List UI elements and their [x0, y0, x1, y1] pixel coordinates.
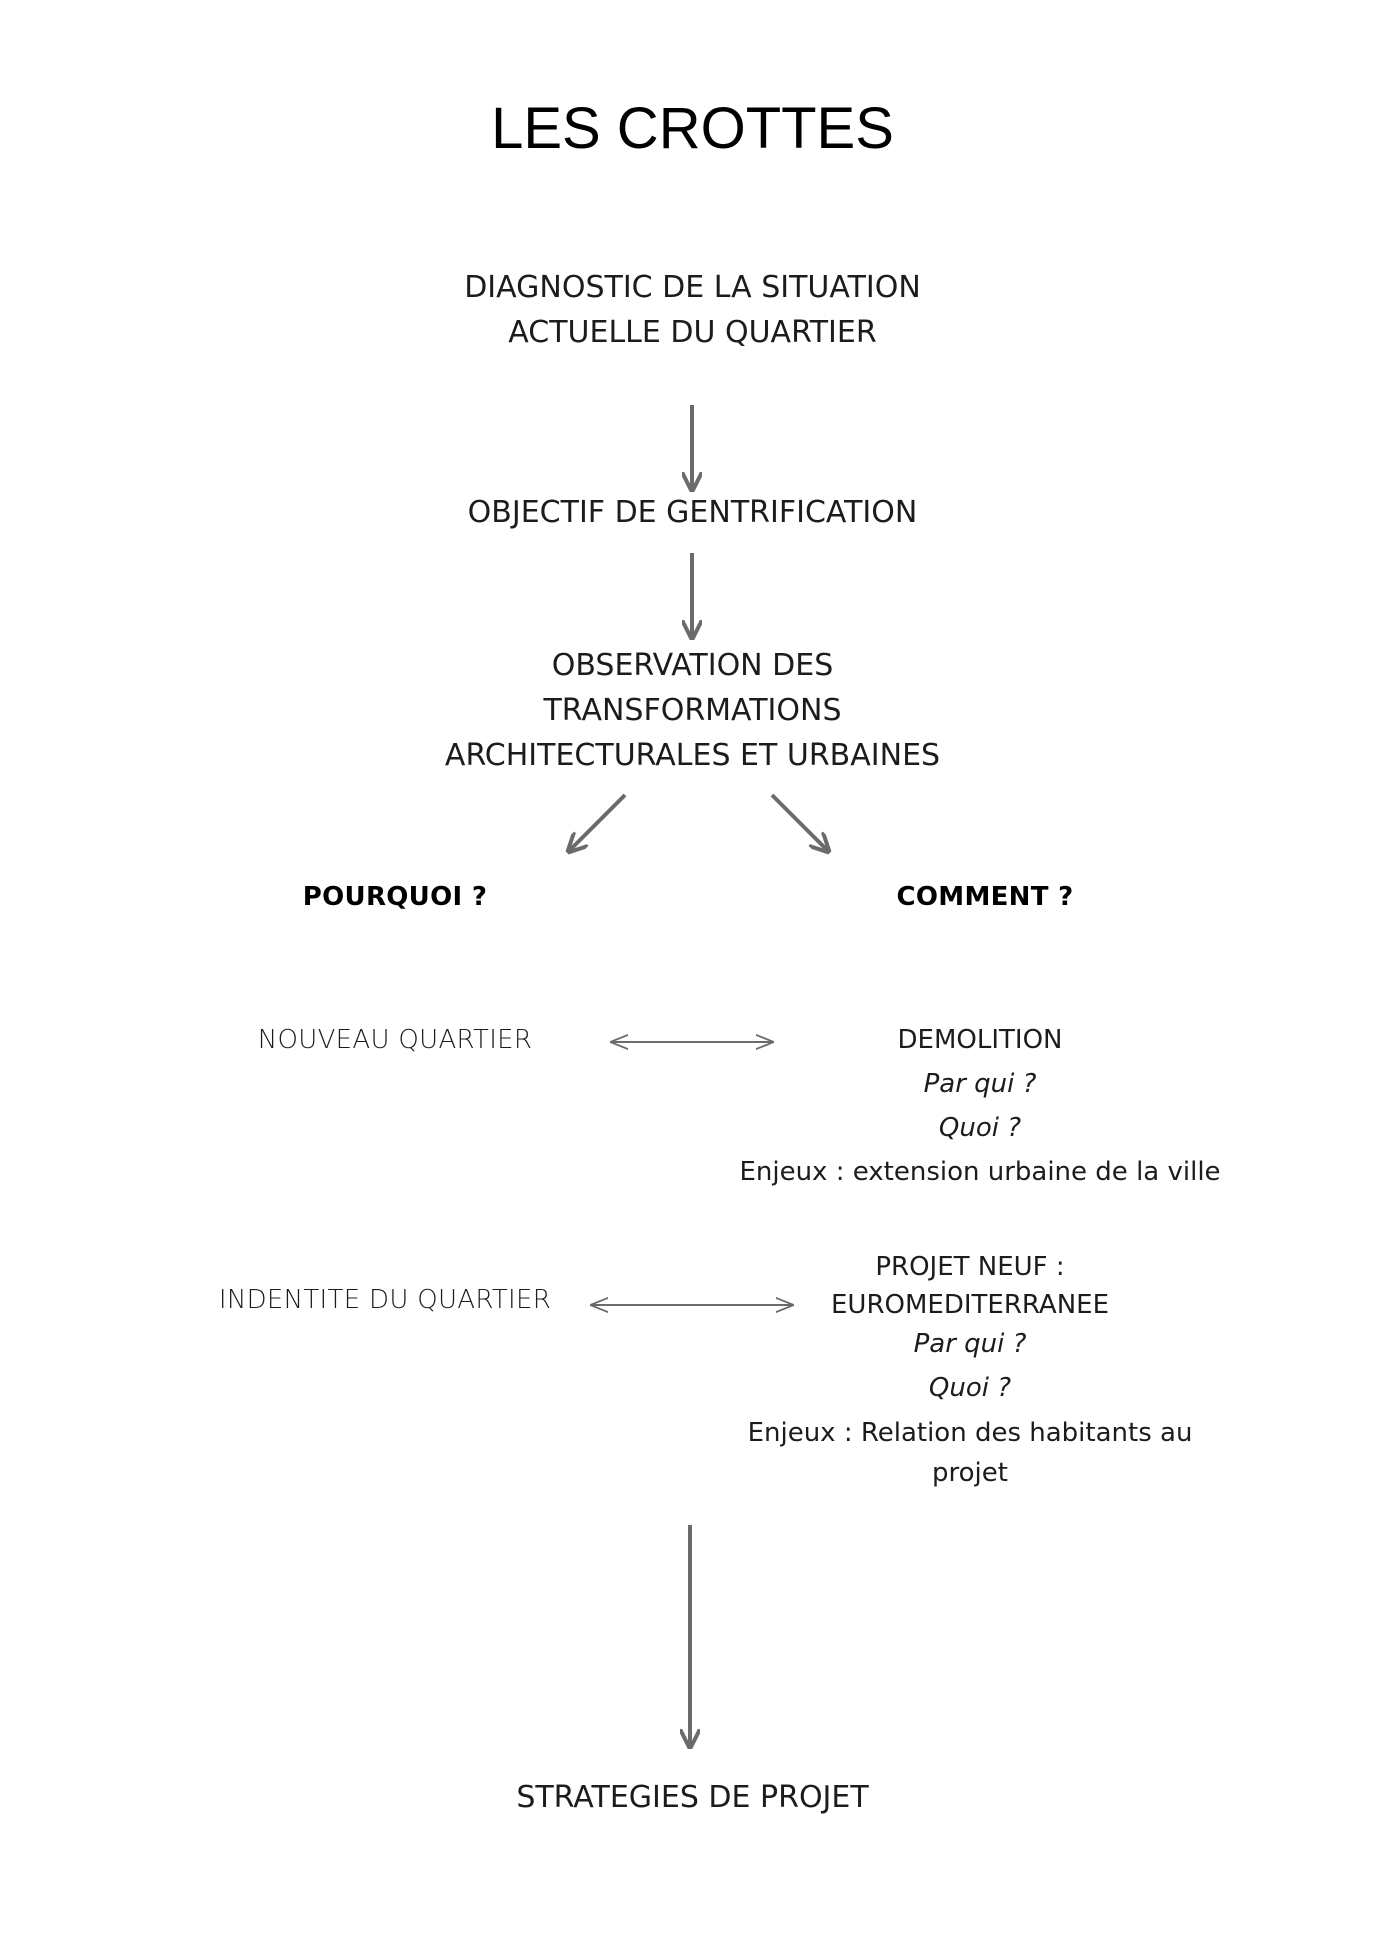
arrow-observation-to-pourquoi: [570, 793, 627, 850]
step-observation-line-1: OBSERVATION DES: [551, 648, 834, 683]
page-title: LES CROTTES: [491, 96, 894, 161]
step-diagnostic-line-2: ACTUELLE DU QUARTIER: [508, 315, 877, 350]
step-objectif: OBJECTIF DE GENTRIFICATION: [0, 490, 1385, 535]
step-observation: OBSERVATION DES TRANSFORMATIONS ARCHITEC…: [0, 643, 1385, 778]
step-objectif-label: OBJECTIF DE GENTRIFICATION: [467, 495, 918, 530]
projet-label-line-2: EUROMEDITERRANEE: [830, 1290, 1109, 1320]
projet-label-line-1: PROJET NEUF :: [875, 1252, 1065, 1282]
projet-quoi: Quoi ?: [928, 1373, 1012, 1403]
projet-enjeux-line-1: Enjeux : Relation des habitants au: [747, 1418, 1193, 1448]
item-nouveau-quartier: NOUVEAU QUARTIER: [257, 1025, 533, 1055]
step-observation-line-3: ARCHITECTURALES ET URBAINES: [444, 738, 941, 773]
item-projet-enjeux: Enjeux : Relation des habitants au proje…: [670, 1413, 1270, 1493]
step-observation-line-2: TRANSFORMATIONS: [543, 693, 842, 728]
step-strategies: STRATEGIES DE PROJET: [0, 1775, 1385, 1820]
item-identite-quartier: INDENTITE DU QUARTIER: [218, 1285, 552, 1315]
item-demolition: DEMOLITION Par qui ? Quoi ? Enjeux : ext…: [680, 1018, 1280, 1194]
branch-comment: COMMENT ?: [896, 882, 1074, 912]
demolition-quoi: Quoi ?: [938, 1113, 1022, 1143]
step-diagnostic: DIAGNOSTIC DE LA SITUATION ACTUELLE DU Q…: [0, 265, 1385, 355]
branch-pourquoi: POURQUOI ?: [302, 882, 488, 912]
projet-enjeux-line-2: projet: [932, 1458, 1008, 1488]
item-projet-details: Par qui ? Quoi ?: [670, 1322, 1270, 1410]
item-projet-neuf: PROJET NEUF : EUROMEDITERRANEE: [670, 1248, 1270, 1324]
step-diagnostic-line-1: DIAGNOSTIC DE LA SITUATION: [464, 270, 921, 305]
demolition-par-qui: Par qui ?: [923, 1069, 1037, 1099]
step-strategies-label: STRATEGIES DE PROJET: [516, 1780, 869, 1815]
demolition-label: DEMOLITION: [897, 1025, 1063, 1055]
demolition-enjeux: Enjeux : extension urbaine de la ville: [739, 1157, 1221, 1187]
arrow-observation-to-comment: [770, 793, 827, 850]
projet-par-qui: Par qui ?: [913, 1329, 1027, 1359]
